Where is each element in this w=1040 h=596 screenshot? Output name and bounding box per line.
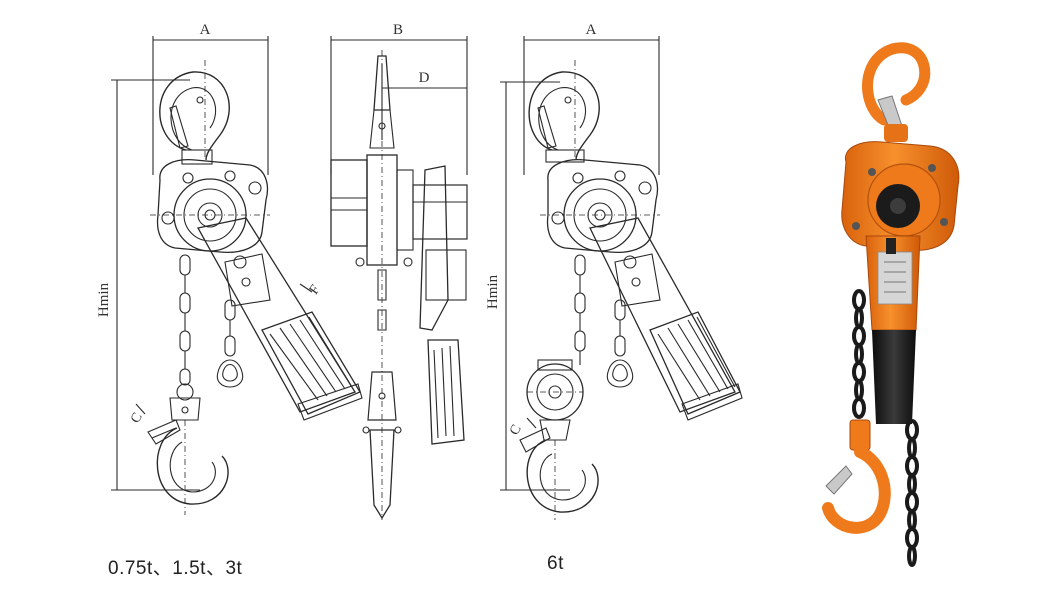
side-view: [330, 36, 468, 520]
dim-c-left-label: C: [128, 410, 146, 426]
dim-d-label: D: [419, 70, 430, 86]
load-chain-left: [179, 254, 191, 386]
dim-hmin-right-label: Hmin: [485, 274, 501, 309]
dim-c-right-label: C: [507, 422, 525, 438]
slack-chain-right: [606, 299, 634, 388]
dim-a-right-label: A: [586, 22, 597, 38]
load-chain-right: [574, 254, 586, 365]
dim-a-left-label: A: [200, 22, 211, 38]
front-view-large: [500, 36, 743, 520]
photo-chain: [852, 289, 919, 567]
slack-chain-left: [216, 299, 244, 388]
front-view-small: [111, 36, 363, 515]
dim-b-label: B: [393, 22, 403, 38]
dim-hmin-left-label: Hmin: [96, 282, 112, 317]
caption-large-capacity: 6t: [547, 553, 564, 574]
dim-f-label: F: [307, 282, 324, 297]
caption-small-capacity: 0.75t、1.5t、3t: [108, 558, 243, 579]
lever-hoist-photo: [822, 42, 960, 567]
